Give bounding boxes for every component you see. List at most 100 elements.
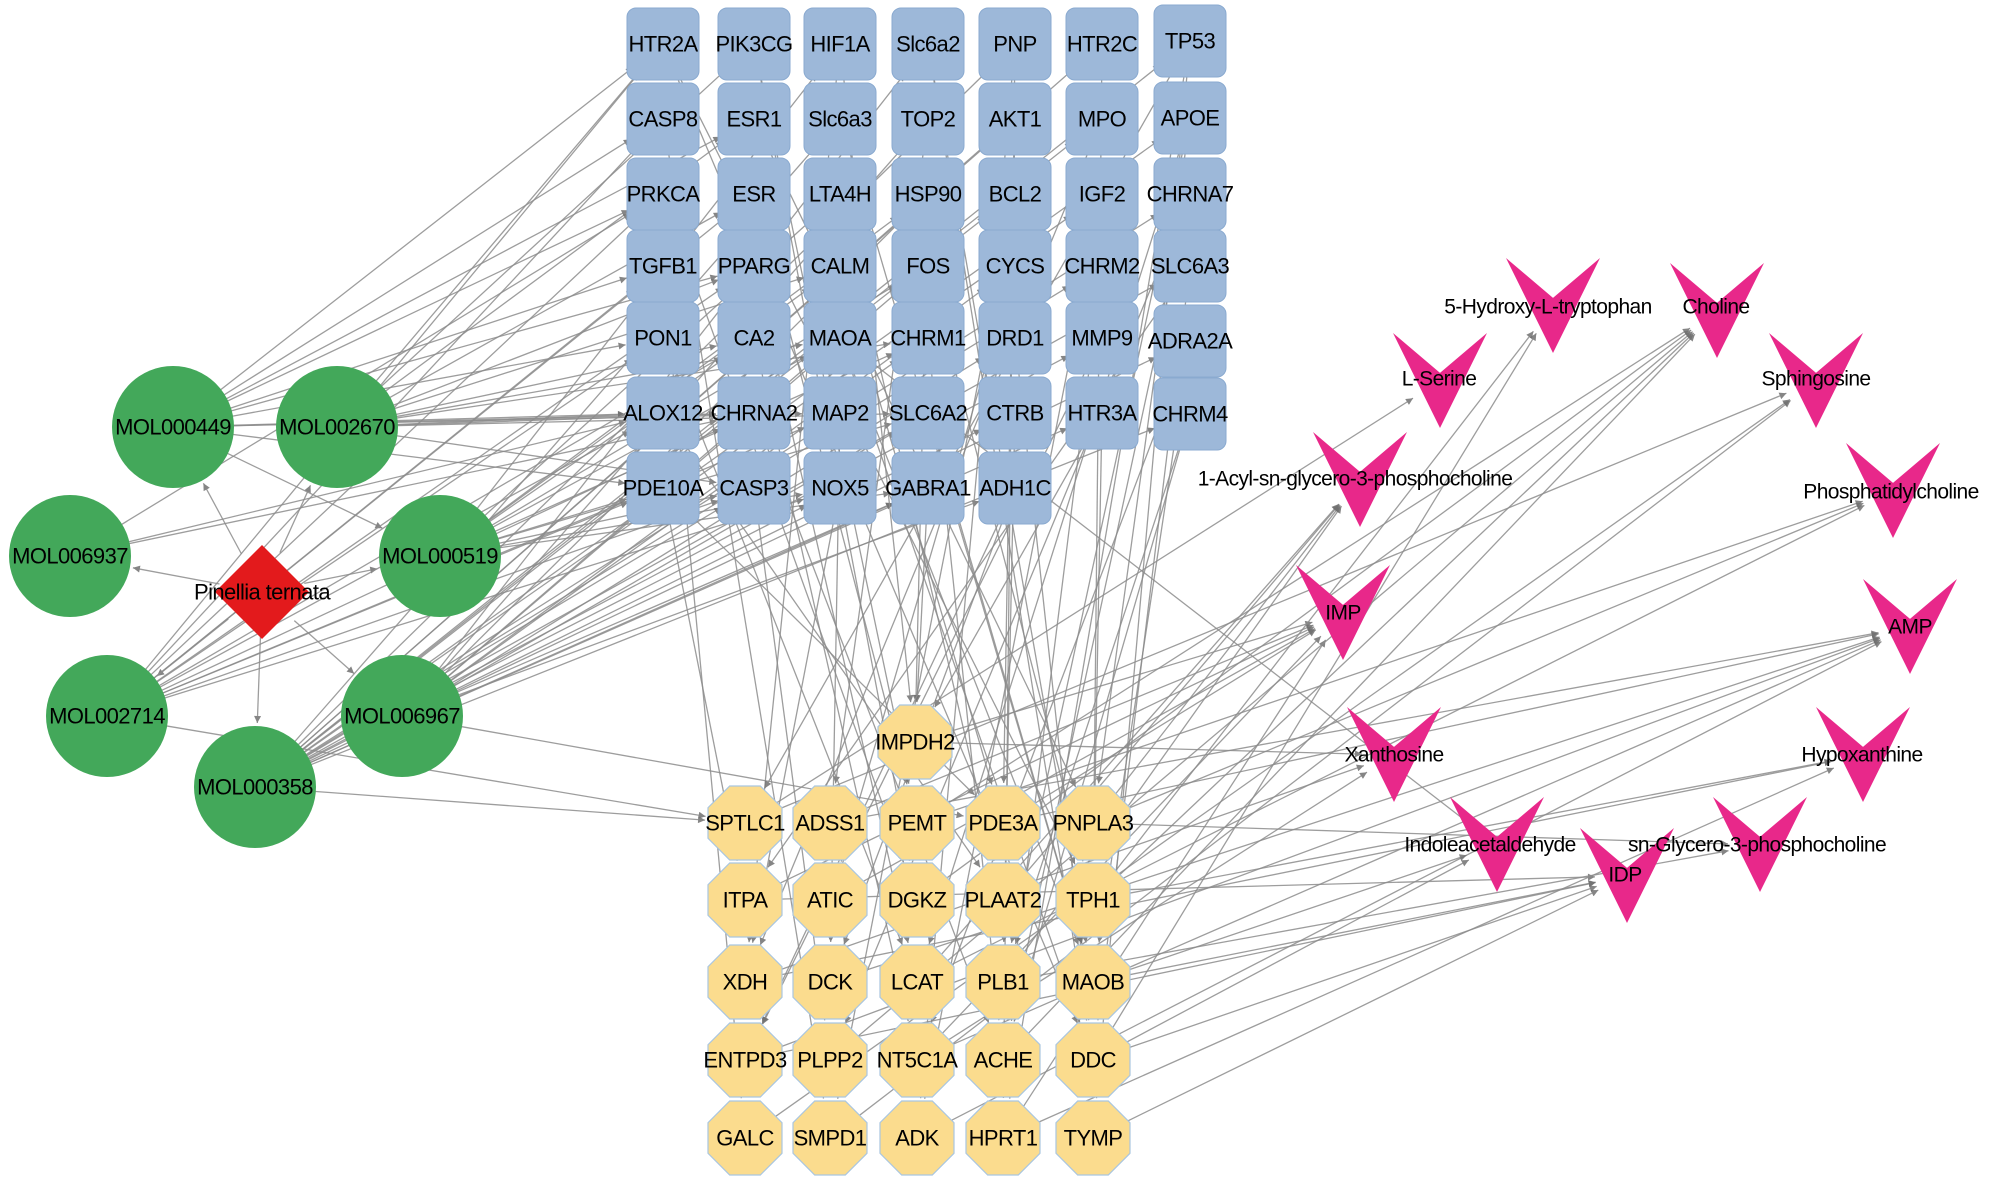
- enzyme-node-atic[interactable]: ATIC: [792, 862, 868, 938]
- compound-node-mol006937[interactable]: MOL006937: [9, 495, 131, 617]
- target-node-pde10a[interactable]: PDE10A: [623, 451, 705, 525]
- metabolite-node-5-hydroxy-l-tryptophan[interactable]: 5-Hydroxy-L-tryptophan: [1444, 258, 1652, 353]
- metabolite-node-amp[interactable]: AMP: [1863, 579, 1957, 674]
- herb-node-pinellia-ternata[interactable]: Pinellia ternata: [194, 545, 332, 639]
- target-node-htr3a[interactable]: HTR3A: [1065, 376, 1139, 450]
- target-node-apoe[interactable]: APOE: [1153, 81, 1227, 155]
- target-node-prkca[interactable]: PRKCA: [626, 157, 701, 231]
- compound-node-mol006967[interactable]: MOL006967: [341, 655, 463, 777]
- target-node-chrm2[interactable]: CHRM2: [1064, 229, 1141, 303]
- target-node-esr[interactable]: ESR: [717, 157, 791, 231]
- enzyme-node-xdh[interactable]: XDH: [707, 944, 783, 1020]
- enzyme-node-adk[interactable]: ADK: [879, 1100, 955, 1176]
- metabolite-node-imp[interactable]: IMP: [1296, 565, 1390, 660]
- target-node-hif1a[interactable]: HIF1A: [803, 7, 877, 81]
- metabolite-node-phosphatidylcholine[interactable]: Phosphatidylcholine: [1803, 443, 1979, 538]
- enzyme-node-dck[interactable]: DCK: [792, 944, 868, 1020]
- target-node-lta4h[interactable]: LTA4H: [803, 157, 877, 231]
- compound-node-mol000449[interactable]: MOL000449: [112, 366, 234, 488]
- metabolite-node-choline[interactable]: Choline: [1670, 263, 1764, 358]
- target-node-mmp9[interactable]: MMP9: [1065, 301, 1139, 375]
- metabolite-node-sn-glycero-3-phosphocholine[interactable]: sn-Glycero-3-phosphocholine: [1628, 797, 1887, 892]
- enzyme-node-ache[interactable]: ACHE: [965, 1022, 1041, 1098]
- metabolite-node-hypoxanthine[interactable]: Hypoxanthine: [1801, 707, 1923, 802]
- edge-GABRA1-to-IMPDH2: [913, 520, 927, 703]
- target-node-esr1[interactable]: ESR1: [717, 82, 791, 156]
- enzyme-node-adss1[interactable]: ADSS1: [792, 785, 868, 861]
- enzyme-node-galc[interactable]: GALC: [707, 1100, 783, 1176]
- target-node-pon1[interactable]: PON1: [626, 301, 700, 375]
- enzyme-node-sptlc1[interactable]: SPTLC1: [705, 785, 786, 861]
- metabolite-node-idp[interactable]: IDP: [1580, 828, 1674, 923]
- compound-node-mol000519[interactable]: MOL000519: [379, 495, 501, 617]
- enzyme-node-plb1[interactable]: PLB1: [965, 944, 1041, 1020]
- target-node-adra2a[interactable]: ADRA2A: [1148, 304, 1234, 378]
- target-node-map2[interactable]: MAP2: [803, 376, 877, 450]
- target-node-adh1c[interactable]: ADH1C: [978, 451, 1052, 525]
- enzyme-node-entpd3[interactable]: ENTPD3: [703, 1022, 788, 1098]
- target-node-maoa[interactable]: MAOA: [803, 301, 877, 375]
- target-node-tgfb1[interactable]: TGFB1: [626, 229, 700, 303]
- target-node-cycs[interactable]: CYCS: [978, 229, 1052, 303]
- target-node-chrna2[interactable]: CHRNA2: [711, 376, 798, 450]
- target-node-pparg[interactable]: PPARG: [717, 229, 791, 303]
- metabolite-node-l-serine[interactable]: L-Serine: [1393, 333, 1487, 428]
- enzyme-node-dgkz[interactable]: DGKZ: [879, 862, 955, 938]
- enzyme-node-plpp2[interactable]: PLPP2: [792, 1022, 868, 1098]
- enzyme-node-tph1[interactable]: TPH1: [1055, 862, 1131, 938]
- enzyme-node-maob[interactable]: MAOB: [1055, 944, 1131, 1020]
- compound-node-mol002714[interactable]: MOL002714: [46, 655, 168, 777]
- target-node-slc6a2[interactable]: Slc6a2: [891, 7, 965, 81]
- enzyme-node-smpd1[interactable]: SMPD1: [792, 1100, 868, 1176]
- target-node-slc6a3[interactable]: SLC6A3: [1151, 229, 1230, 303]
- target-node-hsp90[interactable]: HSP90: [891, 157, 965, 231]
- compound-node-mol002670[interactable]: MOL002670: [276, 366, 398, 488]
- metabolite-node-sphingosine[interactable]: Sphingosine: [1762, 333, 1871, 428]
- enzyme-node-tymp[interactable]: TYMP: [1055, 1100, 1131, 1176]
- target-node-fos[interactable]: FOS: [891, 229, 965, 303]
- enzyme-node-impdh2[interactable]: IMPDH2: [875, 704, 956, 780]
- metabolite-node-1-acyl-sn-glycero-3-phosphocholine[interactable]: 1-Acyl-sn-glycero-3-phosphocholine: [1198, 432, 1513, 527]
- enzyme-node-plaat2[interactable]: PLAAT2: [965, 862, 1042, 938]
- target-node-chrna7[interactable]: CHRNA7: [1147, 157, 1234, 231]
- enzyme-node-itpa[interactable]: ITPA: [707, 862, 783, 938]
- enzyme-node-lcat[interactable]: LCAT: [879, 944, 955, 1020]
- target-node-slc6a3[interactable]: Slc6a3: [803, 82, 877, 156]
- metabolite-node-xanthosine[interactable]: Xanthosine: [1344, 707, 1444, 802]
- compound-node-mol000358[interactable]: MOL000358: [194, 726, 316, 848]
- target-node-pik3cg[interactable]: PIK3CG: [715, 7, 793, 81]
- target-node-chrm4[interactable]: CHRM4: [1152, 377, 1229, 451]
- target-node-chrm1[interactable]: CHRM1: [890, 301, 967, 375]
- target-node-top2[interactable]: TOP2: [891, 82, 965, 156]
- edge-Pinellia-ternata-to-MOL002670: [279, 485, 312, 553]
- target-node-calm[interactable]: CALM: [803, 229, 877, 303]
- target-node-htr2c[interactable]: HTR2C: [1065, 7, 1139, 81]
- enzyme-node-pnpla3[interactable]: PNPLA3: [1053, 785, 1134, 861]
- target-node-igf2[interactable]: IGF2: [1065, 157, 1139, 231]
- target-node-mpo[interactable]: MPO: [1065, 82, 1139, 156]
- target-box: [626, 376, 700, 450]
- metabolite-node-indoleacetaldehyde[interactable]: Indoleacetaldehyde: [1404, 797, 1576, 892]
- target-node-casp8[interactable]: CASP8: [626, 82, 700, 156]
- target-node-htr2a[interactable]: HTR2A: [626, 7, 700, 81]
- target-node-ctrb[interactable]: CTRB: [978, 376, 1052, 450]
- target-node-pnp[interactable]: PNP: [978, 7, 1052, 81]
- enzyme-node-hprt1[interactable]: HPRT1: [965, 1100, 1041, 1176]
- target-node-tp53[interactable]: TP53: [1153, 4, 1227, 78]
- target-node-ca2[interactable]: CA2: [717, 301, 791, 375]
- enzyme-node-pde3a[interactable]: PDE3A: [965, 785, 1041, 861]
- enzyme-node-nt5c1a[interactable]: NT5C1A: [877, 1022, 959, 1098]
- target-node-alox12[interactable]: ALOX12: [623, 376, 704, 450]
- target-label: CHRNA7: [1147, 182, 1234, 207]
- target-node-nox5[interactable]: NOX5: [803, 451, 877, 525]
- target-node-gabra1[interactable]: GABRA1: [885, 451, 972, 525]
- target-node-casp3[interactable]: CASP3: [717, 451, 791, 525]
- target-node-akt1[interactable]: AKT1: [978, 82, 1052, 156]
- target-node-drd1[interactable]: DRD1: [978, 301, 1052, 375]
- target-node-bcl2[interactable]: BCL2: [978, 157, 1052, 231]
- target-label: Slc6a3: [808, 107, 872, 132]
- enzyme-node-pemt[interactable]: PEMT: [879, 785, 955, 861]
- enzyme-octagon: [879, 1022, 955, 1098]
- target-node-slc6a2[interactable]: SLC6A2: [889, 376, 968, 450]
- enzyme-node-ddc[interactable]: DDC: [1055, 1022, 1131, 1098]
